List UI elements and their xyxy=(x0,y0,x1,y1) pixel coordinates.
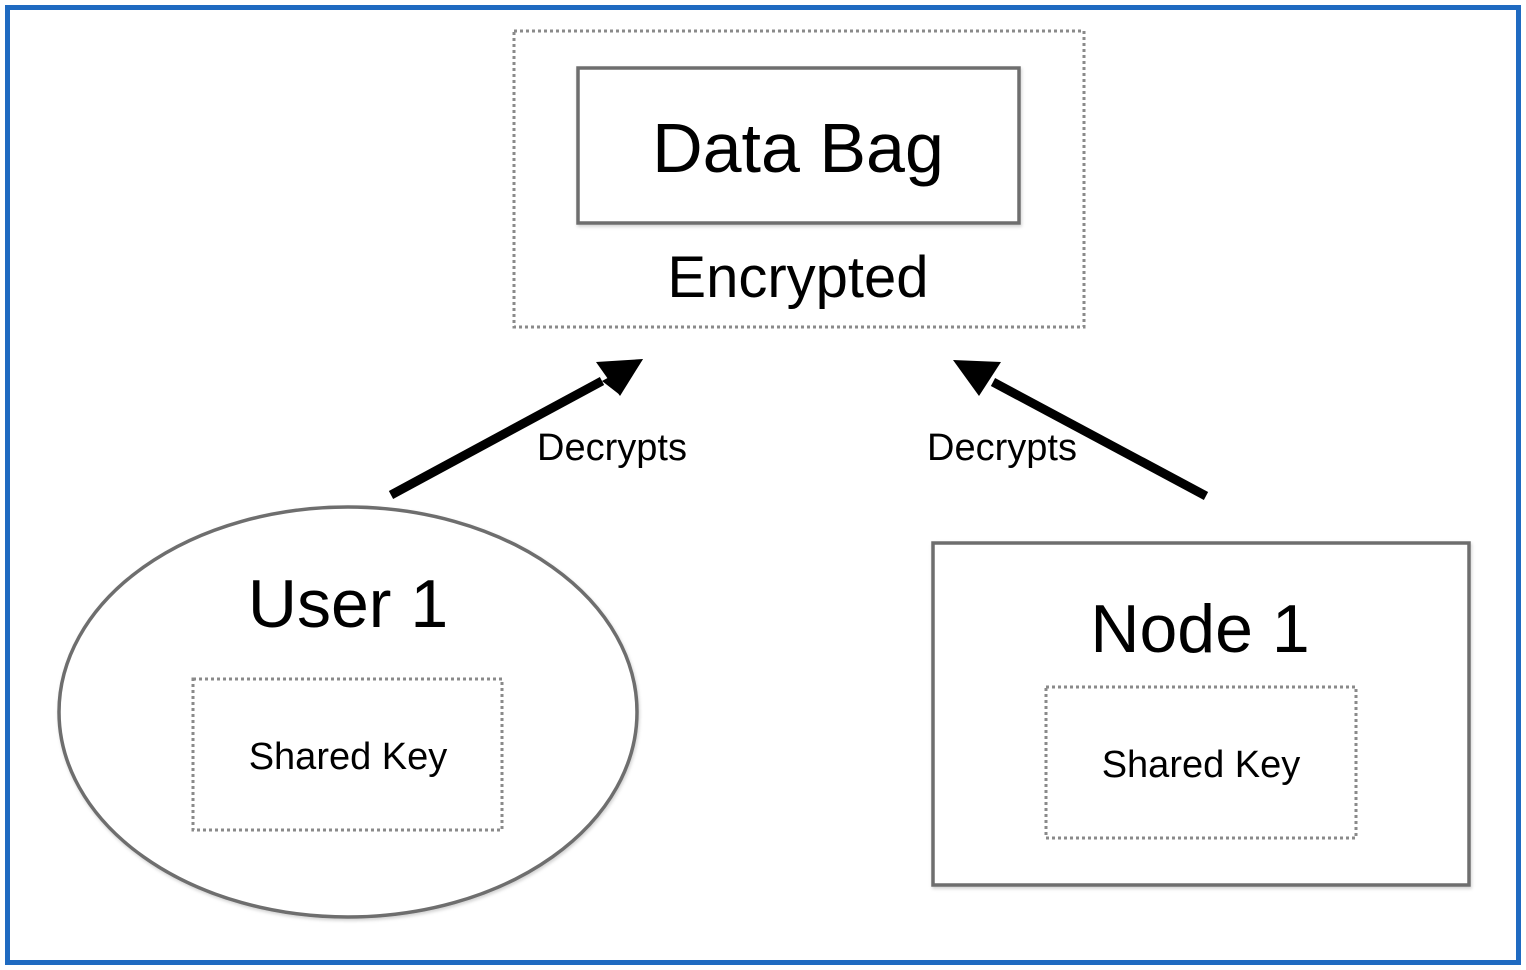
data-bag-box xyxy=(576,66,1021,225)
user-to-bag-label: Decrypts xyxy=(537,427,687,469)
node-title: Node 1 xyxy=(1090,591,1309,667)
user-ellipse xyxy=(57,505,639,919)
encrypted-container xyxy=(512,29,1086,329)
data-bag-title: Data Bag xyxy=(652,109,944,187)
node-to-bag-arrow xyxy=(953,360,1209,500)
node-box xyxy=(931,541,1471,887)
node-shared-key-box xyxy=(1044,685,1358,840)
user-shared-key-label: Shared Key xyxy=(249,736,448,778)
user-to-bag-arrow xyxy=(388,359,643,499)
node-shared-key-label: Shared Key xyxy=(1102,744,1301,786)
user-shared-key-box xyxy=(191,677,504,832)
user-title: User 1 xyxy=(248,566,448,642)
node-to-bag-label: Decrypts xyxy=(927,427,1077,469)
encrypted-label: Encrypted xyxy=(667,245,928,310)
